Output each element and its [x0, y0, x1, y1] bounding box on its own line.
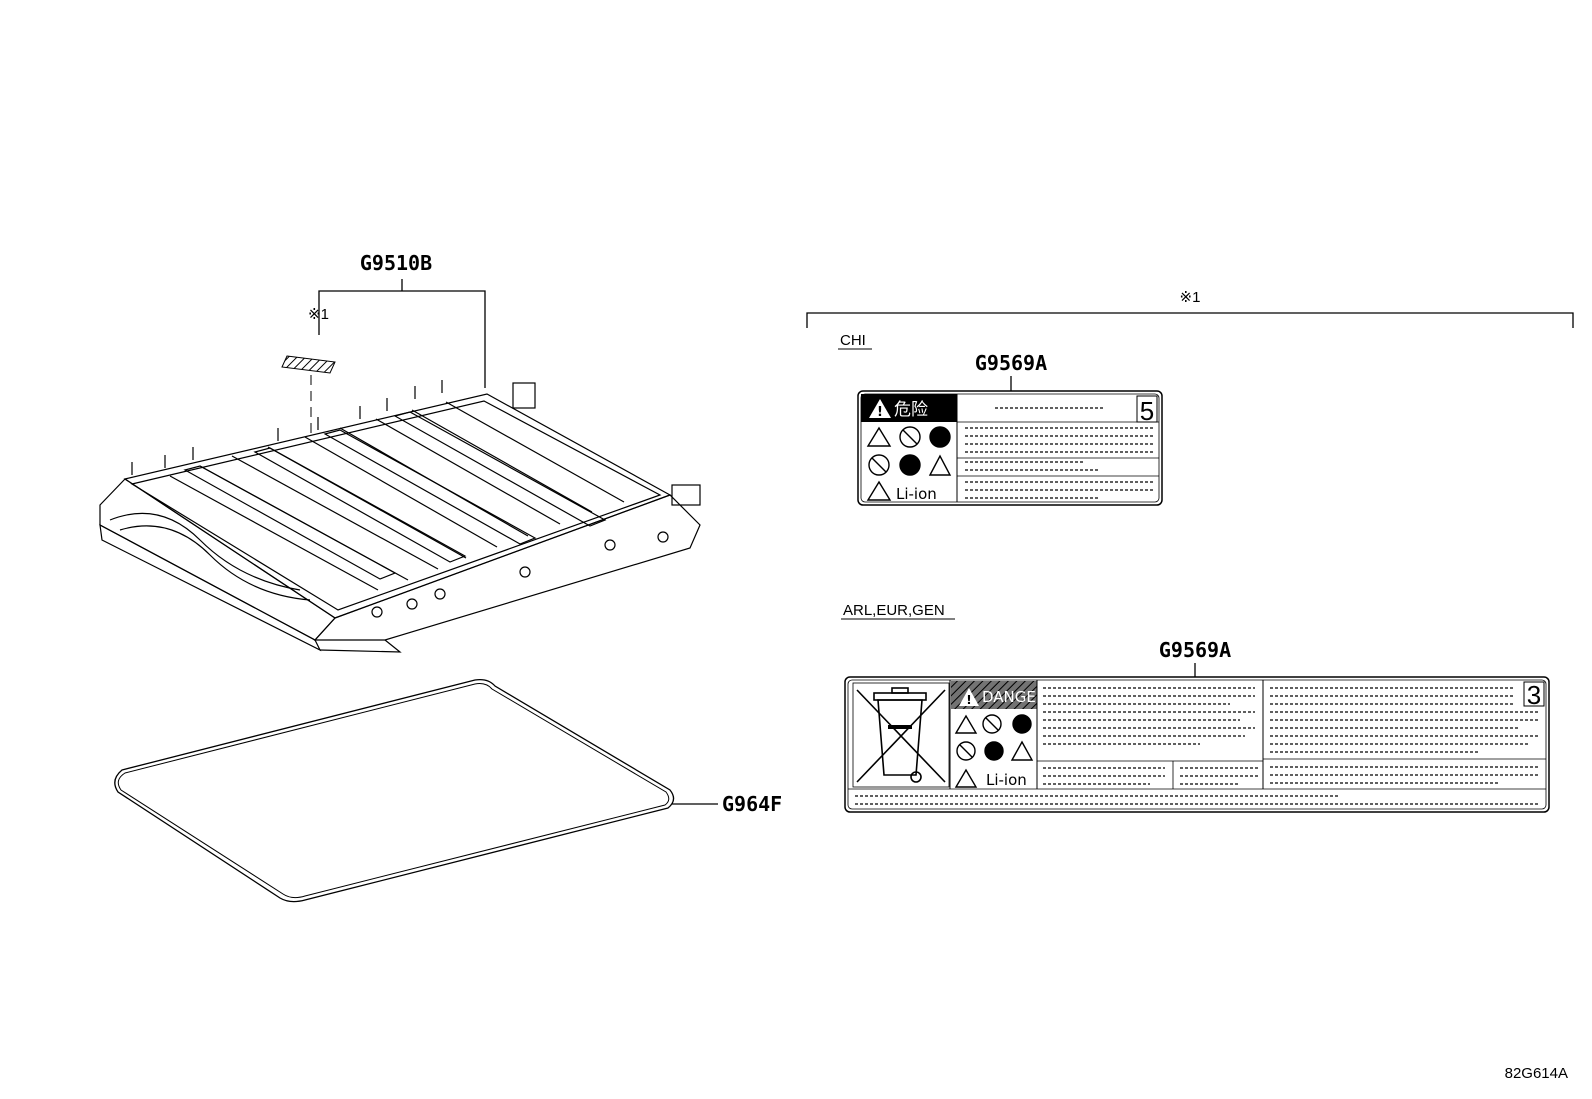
- read-manual-icon: [899, 454, 921, 476]
- label-arl-number: 3: [1527, 680, 1541, 710]
- arl-protective-gear-icon: [1012, 714, 1032, 734]
- arl-no-fire-icon: [982, 714, 1002, 734]
- crossed-out-bin-icon: [852, 682, 950, 788]
- protective-gear-icon: [929, 426, 951, 448]
- note-mark-left: ※1: [308, 306, 329, 323]
- battery-label-sticker: [281, 355, 336, 560]
- label-arl: ! DANGER Li-ion 3: [844, 676, 1550, 813]
- label-chi-part-number: G9569A: [975, 351, 1047, 375]
- label-arl-part-number: G9569A: [1159, 638, 1231, 662]
- electric-shock-icon: [866, 426, 892, 447]
- region-arl-label: ARL,EUR,GEN: [843, 602, 945, 619]
- label-arl-liion-text: Li-ion: [986, 771, 1027, 789]
- label-chi-callout[interactable]: G9569A: [975, 351, 1047, 398]
- label-chi-liion-text: Li-ion: [896, 485, 937, 503]
- drawing-reference-number: 82G614A: [1505, 1065, 1568, 1082]
- battery-pack-drawing: [99, 380, 701, 653]
- recycle-warning-icon: [866, 480, 892, 501]
- arl-no-disassembly-icon: [956, 741, 976, 761]
- insulator-sheet-drawing: [114, 678, 675, 903]
- label-arl-danger-text: DANGER: [982, 688, 1046, 706]
- battery-assembly-callout[interactable]: G9510B: [318, 251, 486, 388]
- svg-text:!: !: [966, 693, 971, 707]
- label-chi: ! 危险 Li-ion 5: [857, 390, 1163, 506]
- insulator-sheet-callout[interactable]: G964F: [672, 792, 782, 816]
- label-chi-number: 5: [1140, 396, 1154, 426]
- arl-explosion-icon: [1010, 740, 1034, 761]
- warning-triangle-icon: [869, 399, 891, 418]
- region-arl-eur-gen: ARL,EUR,GEN: [841, 602, 955, 620]
- note-bracket: ※1: [806, 289, 1574, 328]
- arl-electric-shock-icon: [954, 714, 978, 734]
- note-mark-right: ※1: [1180, 289, 1201, 306]
- battery-assembly-part-number: G9510B: [360, 251, 432, 275]
- explosion-icon: [928, 454, 952, 476]
- region-chi: CHI: [838, 332, 872, 350]
- svg-text:!: !: [877, 405, 883, 420]
- label-chi-danger-text: 危险: [894, 400, 928, 420]
- no-disassembly-icon: [868, 454, 890, 476]
- region-chi-label: CHI: [840, 332, 866, 349]
- arl-read-manual-icon: [984, 741, 1004, 761]
- insulator-sheet-part-number: G964F: [722, 792, 782, 816]
- arl-recycle-warning-icon: [954, 768, 978, 788]
- label-arl-callout[interactable]: G9569A: [1159, 638, 1231, 679]
- danger-warning-triangle-icon: [959, 688, 979, 706]
- note-marker-left: ※1: [308, 306, 329, 323]
- no-fire-icon: [899, 426, 921, 448]
